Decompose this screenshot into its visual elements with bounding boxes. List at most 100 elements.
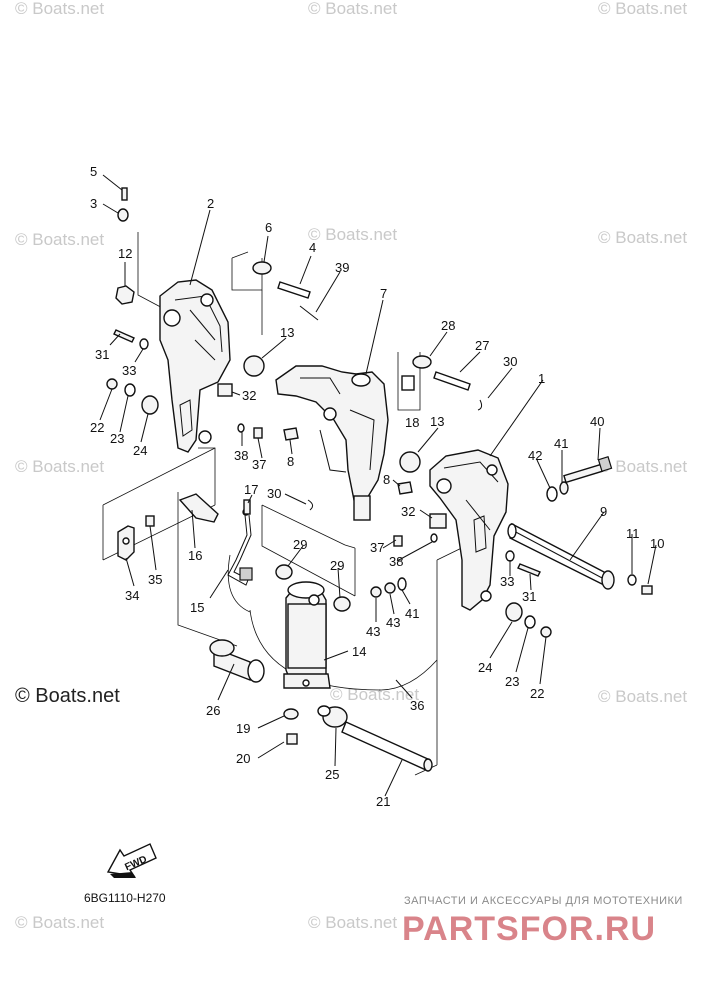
callout-label: 22	[530, 686, 544, 701]
nipple-8	[283, 427, 299, 441]
washer-33	[505, 550, 515, 562]
callout-label: 34	[125, 588, 139, 603]
callout-label: 6	[265, 220, 272, 235]
callout-label: 42	[528, 448, 542, 463]
callout-label: 39	[335, 260, 349, 275]
callout-label: 37	[370, 540, 384, 555]
watermark-large: © Boats.net	[15, 685, 120, 707]
callout-label: 29	[330, 558, 344, 573]
callout-label: 24	[478, 660, 492, 675]
callout-label: 27	[475, 338, 489, 353]
callout-label: 18	[405, 415, 419, 430]
bolt-31	[517, 563, 541, 577]
callout-label: 37	[252, 457, 266, 472]
callout-label: 41	[554, 436, 568, 451]
swivel-bracket	[275, 365, 389, 521]
stamp-tagline: ЗАПЧАСТИ И АКСЕССУАРЫ ДЛЯ МОТОТЕХНИКИ	[404, 895, 683, 907]
pin-27	[433, 371, 471, 391]
screw-17	[243, 499, 251, 515]
callout-label: 7	[380, 286, 387, 301]
nipple-8	[397, 481, 413, 495]
tilt-tube-shaft	[507, 522, 615, 590]
callout-label: 41	[405, 606, 419, 621]
leader-lines	[99, 174, 657, 797]
bush-25	[317, 705, 348, 728]
callout-label: 8	[383, 472, 390, 487]
callout-label: 38	[389, 554, 403, 569]
lever-grip	[178, 493, 219, 523]
tilt-lever-rod	[227, 508, 253, 586]
callout-label: 12	[118, 246, 132, 261]
callout-label: 1	[538, 371, 545, 386]
screw-37	[253, 427, 263, 439]
washer-42	[546, 486, 558, 502]
bush-13	[399, 451, 421, 473]
watermarks: © Boats.net © Boats.net © Boats.net © Bo…	[15, 0, 687, 932]
shaft-21	[341, 721, 433, 772]
bolt-40	[563, 456, 613, 484]
callout-label: 33	[500, 574, 514, 589]
watermark: © Boats.net	[15, 457, 104, 476]
callout-label: 3	[90, 196, 97, 211]
tilt-cylinder	[283, 581, 331, 689]
callout-label: 21	[376, 794, 390, 809]
callout-labels: 5 3 2 12 6 4 39 7 31 33 13 28 27 30 22 2…	[90, 164, 664, 809]
bush-28	[412, 355, 432, 369]
collar-32	[429, 513, 447, 529]
washer-41	[397, 577, 407, 591]
diagram-code: 6BG1110-H270	[84, 891, 166, 905]
callout-label: 4	[309, 240, 316, 255]
callout-label: 33	[122, 363, 136, 378]
watermark: © Boats.net	[15, 0, 104, 18]
callout-label: 20	[236, 751, 250, 766]
watermark: © Boats.net	[598, 0, 687, 18]
ring-38	[430, 533, 438, 543]
screw-35	[145, 515, 155, 527]
callout-label: 43	[366, 624, 380, 639]
roller-26	[209, 639, 265, 683]
stern-bracket-right	[429, 449, 509, 611]
stern-bracket-left	[159, 279, 231, 453]
callout-label: 9	[600, 504, 607, 519]
callout-label: 36	[410, 698, 424, 713]
partsfor-stamp: ЗАПЧАСТИ И АКСЕССУАРЫ ДЛЯ МОТОТЕХНИКИ PA…	[402, 895, 683, 948]
callout-label: 24	[133, 443, 147, 458]
clip-30	[307, 499, 314, 511]
callout-label: 25	[325, 767, 339, 782]
cap-19	[283, 708, 299, 720]
callout-label: 15	[190, 600, 204, 615]
plate-18	[401, 375, 415, 391]
callout-label: 32	[401, 504, 415, 519]
callout-label: 40	[590, 414, 604, 429]
nut-43	[384, 582, 396, 594]
watermark: © Boats.net	[598, 457, 687, 476]
bolt-10	[641, 585, 653, 595]
callout-label: 35	[148, 572, 162, 587]
nut-43	[370, 586, 382, 598]
callout-label: 17	[244, 482, 258, 497]
callout-label: 14	[352, 644, 366, 659]
fwd-arrow-icon: FWD	[106, 843, 157, 878]
bolt-31	[113, 329, 135, 343]
watermark: © Boats.net	[308, 225, 397, 244]
callout-label: 22	[90, 420, 104, 435]
callout-label: 13	[280, 325, 294, 340]
callout-label: 31	[95, 347, 109, 362]
bushing-24	[141, 395, 159, 415]
callout-label: 28	[441, 318, 455, 333]
bolt-20	[286, 733, 298, 745]
callout-label: 2	[207, 196, 214, 211]
nut-12	[115, 285, 135, 305]
callout-label: 30	[503, 354, 517, 369]
bolt-22	[540, 626, 552, 638]
watermark: © Boats.net	[15, 230, 104, 249]
ring-38	[237, 423, 245, 433]
watermark: © Boats.net	[598, 687, 687, 706]
bush-13	[243, 355, 265, 377]
washer-11	[627, 574, 637, 586]
plate	[117, 525, 135, 561]
bush-29	[333, 596, 351, 612]
callout-label: 16	[188, 548, 202, 563]
callout-label: 8	[287, 454, 294, 469]
